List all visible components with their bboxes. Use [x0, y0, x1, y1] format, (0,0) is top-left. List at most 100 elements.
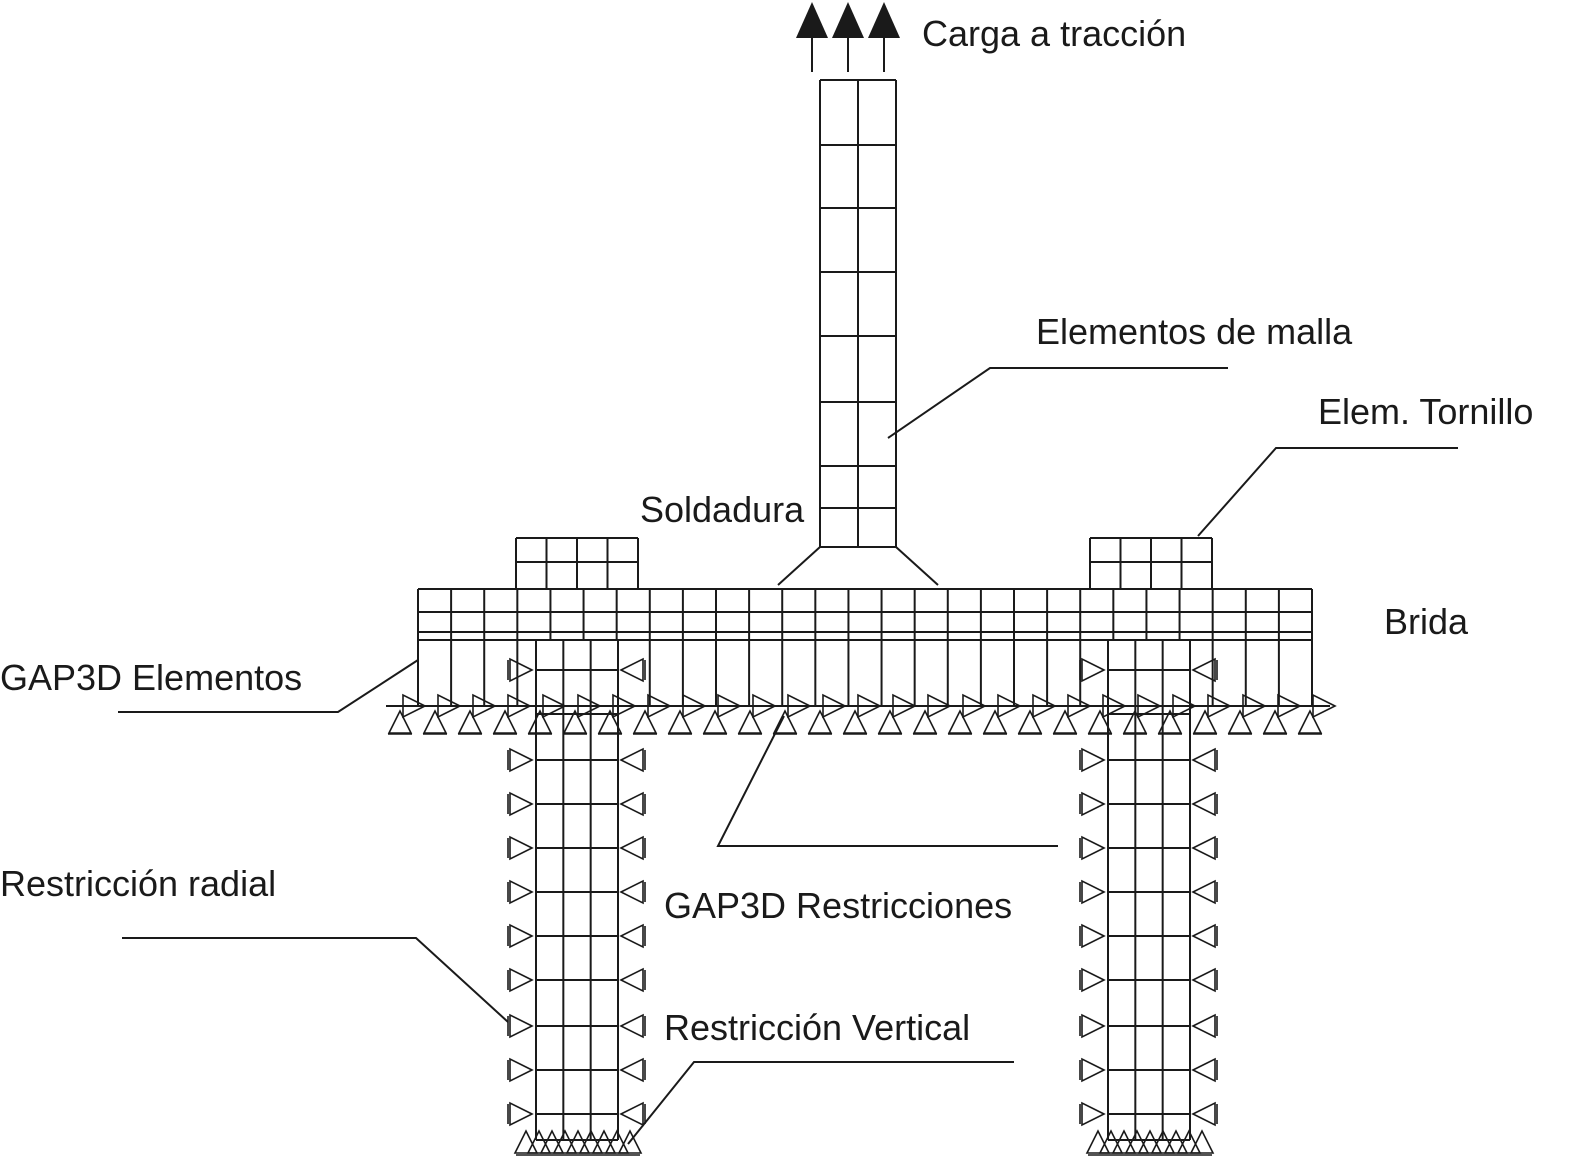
vertical-restraint-symbol	[1150, 1129, 1176, 1154]
gap3d-restraint-symbol	[1122, 709, 1148, 734]
vertical-restraint-symbol	[578, 1129, 604, 1154]
gap3d-restraint-symbol	[667, 709, 693, 734]
gap3d-restraint-symbol	[1157, 709, 1183, 734]
bolt-head-left-mesh	[515, 537, 639, 590]
gap3d-restraint-symbol	[787, 693, 812, 719]
tensile-load-arrows	[796, 2, 900, 72]
leader-bolt-elements	[1197, 447, 1458, 537]
leader-gap3d-elements	[118, 659, 419, 713]
label-mesh-elements: Elementos de malla	[1036, 311, 1353, 352]
vertical-restraint-symbol	[1098, 1129, 1124, 1154]
radial-restraint-symbol	[509, 967, 534, 993]
gap3d-restraint-symbol	[1262, 709, 1288, 734]
gap3d-restraint-symbol	[842, 709, 868, 734]
leader-gap3d-restraints	[716, 715, 1058, 847]
gap3d-restraint-symbol	[807, 709, 833, 734]
vertical-plate-mesh	[819, 79, 897, 548]
gap3d-restraint-symbol	[982, 709, 1008, 734]
radial-restraint-symbol	[1081, 879, 1106, 905]
gap3d-restraint-symbol	[877, 709, 903, 734]
left-column-mesh	[535, 639, 619, 1141]
gap3d-restraint-symbol	[822, 693, 847, 719]
radial-restraint-symbol	[509, 791, 534, 817]
load-arrow	[796, 2, 828, 72]
gap3d-restraint-symbol	[437, 693, 462, 719]
gap3d-restraint-symbol	[612, 693, 637, 719]
vertical-restraint-symbol	[1176, 1129, 1202, 1154]
gap3d-restraint-symbol	[1192, 709, 1218, 734]
gap3d-restraint-symbol	[1087, 709, 1113, 734]
gap3d-restraint-symbol	[562, 709, 588, 734]
vertical-restraint-symbol	[513, 1129, 539, 1154]
gap3d-restraint-symbol	[717, 693, 742, 719]
radial-restraint-symbol	[1191, 1013, 1216, 1039]
gap3d-restraint-symbol	[1242, 693, 1267, 719]
radial-restraint-symbol	[619, 1101, 644, 1127]
label-radial-restraint: Restricción radial	[0, 863, 276, 904]
gap3d-restraint-symbol	[1297, 709, 1323, 734]
radial-restraint-symbol	[619, 1013, 644, 1039]
radial-restraint-symbol	[1081, 747, 1106, 773]
radial-restraint-symbol	[1081, 923, 1106, 949]
gap3d-restraint-symbol	[737, 709, 763, 734]
radial-restraint-symbol	[619, 1057, 644, 1083]
radial-restraint-symbol	[1081, 791, 1106, 817]
gap3d-restraint-symbol	[752, 693, 777, 719]
gap3d-restraint-symbol	[1032, 693, 1057, 719]
radial-restraint-symbol	[1081, 657, 1106, 683]
radial-restraint-symbol	[509, 879, 534, 905]
gap3d-restraint-symbol	[702, 709, 728, 734]
vertical-restraint-symbol	[1124, 1129, 1150, 1154]
gap3d-restraint-symbol	[542, 693, 567, 719]
gap3d-restraint-symbol	[1052, 709, 1078, 734]
gap3d-restraint-symbol	[997, 693, 1022, 719]
load-arrow	[832, 2, 864, 72]
radial-restraint-symbol	[509, 1101, 534, 1127]
vertical-restraint-symbol	[1111, 1129, 1137, 1154]
radial-restraint-symbol	[509, 835, 534, 861]
restraint-symbols	[387, 657, 1337, 1156]
radial-restraint-symbol	[619, 879, 644, 905]
gap3d-restraint-symbol	[1207, 693, 1232, 719]
gap3d-restraint-symbol	[912, 709, 938, 734]
gap3d-restraint-symbol	[457, 709, 483, 734]
label-bolt-elements: Elem. Tornillo	[1318, 391, 1533, 432]
gap3d-restraint-symbol	[892, 693, 917, 719]
gap3d-restraint-symbol	[1017, 709, 1043, 734]
radial-restraint-symbol	[1191, 1101, 1216, 1127]
gap3d-restraint-symbol	[772, 709, 798, 734]
vertical-restraint-symbol	[1189, 1129, 1215, 1154]
radial-restraint-symbol	[1191, 657, 1216, 683]
leader-radial-restraint	[122, 937, 509, 1023]
gap3d-restraint-symbol	[1137, 693, 1162, 719]
label-gap3d-elements: GAP3D Elementos	[0, 657, 302, 698]
gap3d-restraint-symbol	[947, 709, 973, 734]
leader-lines	[118, 367, 1458, 1145]
radial-restraint-symbol	[509, 657, 534, 683]
gap3d-restraint-symbol	[1277, 693, 1302, 719]
gap3d-restraint-symbol	[962, 693, 987, 719]
radial-restraint-symbol	[1081, 835, 1106, 861]
gap3d-restraint-symbol	[632, 709, 658, 734]
vertical-restraint-symbol	[1137, 1129, 1163, 1154]
vertical-restraint-symbol	[552, 1129, 578, 1154]
gap3d-restraint-symbol	[927, 693, 952, 719]
gap3d-restraint-symbol	[1312, 693, 1337, 719]
gap3d-restraint-symbol	[402, 693, 427, 719]
gap3d-restraint-symbol	[472, 693, 497, 719]
vertical-restraint-symbol	[526, 1129, 552, 1154]
radial-restraint-symbol	[509, 1013, 534, 1039]
gap3d-restraint-symbol	[857, 693, 882, 719]
radial-restraint-symbol	[619, 791, 644, 817]
label-tensile-load: Carga a tracción	[922, 13, 1186, 54]
radial-restraint-symbol	[1191, 879, 1216, 905]
vertical-restraint-symbol	[539, 1129, 565, 1154]
radial-restraint-symbol	[1191, 791, 1216, 817]
radial-restraint-symbol	[619, 967, 644, 993]
gap3d-restraint-symbol	[647, 693, 672, 719]
gap3d-restraint-symbol	[1227, 709, 1253, 734]
label-weld: Soldadura	[640, 489, 805, 530]
radial-restraint-symbol	[1191, 1057, 1216, 1083]
radial-restraint-symbol	[1081, 967, 1106, 993]
